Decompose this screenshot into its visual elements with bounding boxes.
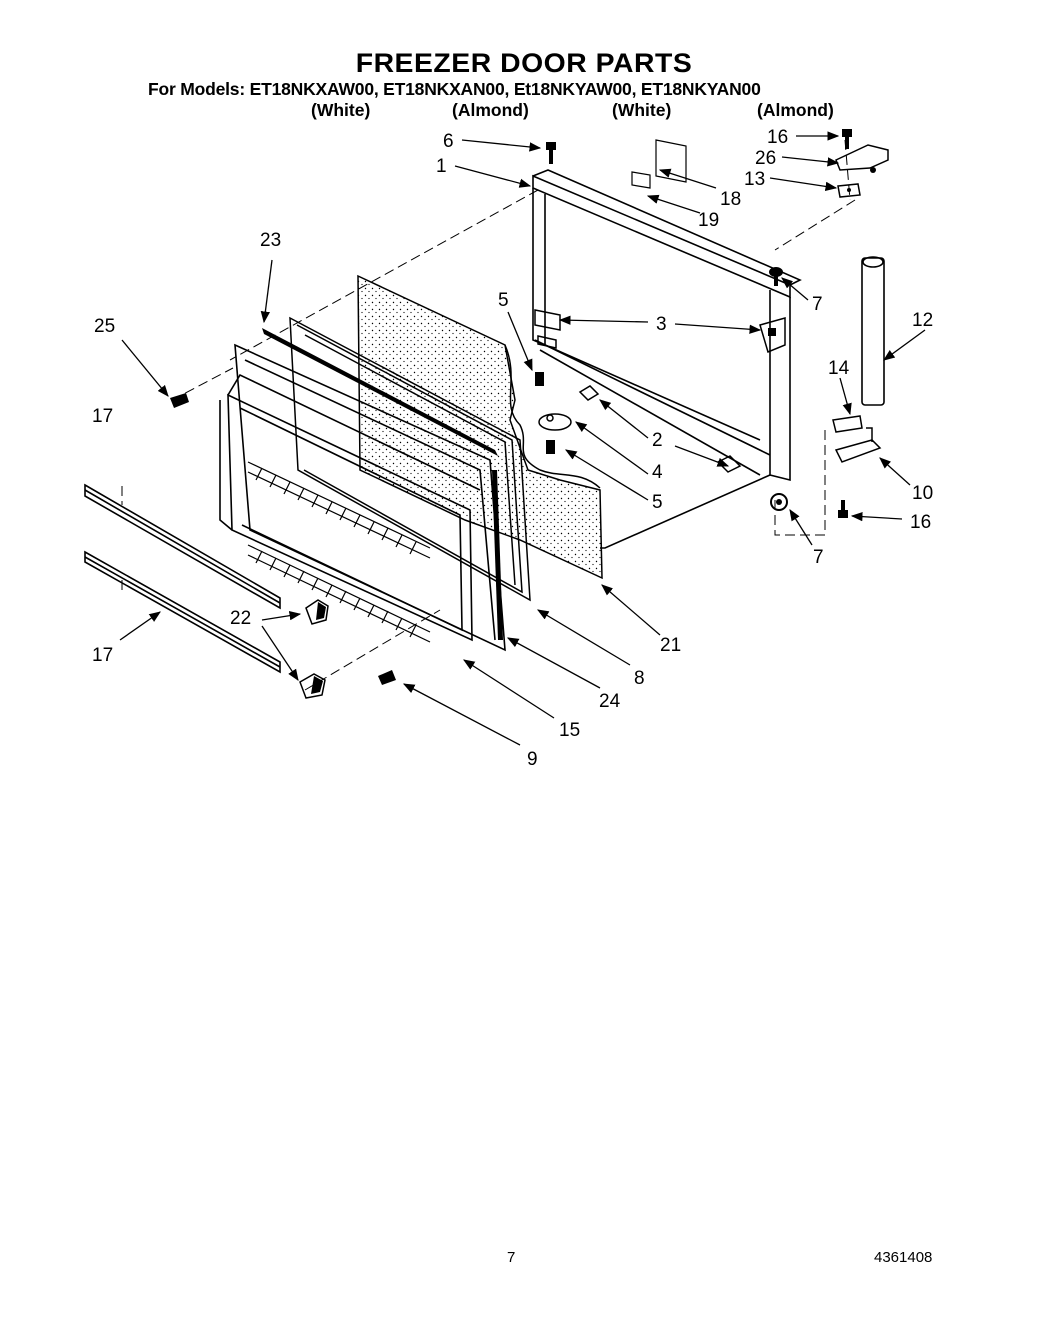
hinge-washer-13 (837, 183, 861, 198)
callout-9: 9 (527, 749, 538, 770)
screw-6 (546, 142, 556, 164)
callout-21: 21 (660, 635, 681, 656)
callout-7-upper: 7 (812, 294, 823, 315)
callout-17-lower: 17 (92, 645, 113, 666)
callout-5-upper: 5 (498, 290, 509, 311)
screw-25 (170, 393, 189, 408)
door-outer-frame (532, 169, 802, 549)
shelf-end-cap-lower (299, 673, 326, 699)
door-trim-strip (262, 328, 498, 456)
shelf-end-cap-upper (305, 599, 329, 625)
label-plate-18 (631, 139, 687, 189)
callout-3: 3 (656, 314, 667, 335)
callout-1: 1 (436, 156, 447, 177)
callout-2: 2 (652, 430, 663, 451)
gasket-seal-strip (492, 470, 503, 640)
top-hinge-26 (835, 144, 889, 173)
callout-numbers: 6 1 18 19 16 26 13 23 5 3 3 7 25 12 14 2… (92, 127, 933, 770)
screw-16-top (842, 129, 852, 149)
variant-label-almond-1: (Almond) (452, 100, 529, 120)
variant-label-almond-2: (Almond) (757, 100, 834, 120)
models-line: For Models: ET18NKXAW00, ET18NKXAN00, Et… (148, 79, 761, 99)
callout-26: 26 (755, 148, 776, 169)
callout-13: 13 (744, 169, 765, 190)
screw-16-bottom (838, 500, 848, 518)
cutaway-edge (504, 344, 601, 489)
callout-16-top: 16 (767, 127, 788, 148)
door-gasket (289, 316, 531, 602)
bottom-hinge-10 (834, 427, 882, 463)
liner-shelf-ribs (247, 461, 431, 643)
hinge-bracket-3-left (534, 309, 561, 349)
callout-6: 6 (443, 131, 454, 152)
variant-label-white-1: (White) (311, 100, 371, 120)
callout-12: 12 (912, 310, 933, 331)
door-shelf-bar-lower (84, 550, 281, 674)
callout-23: 23 (260, 230, 281, 251)
callout-17-upper: 17 (92, 406, 113, 427)
callout-10: 10 (912, 483, 933, 504)
callout-5-lower: 5 (652, 492, 663, 513)
door-shelf-bar-upper (84, 483, 281, 610)
foam-insulation-panel (357, 274, 603, 580)
variant-label-white-2: (White) (612, 100, 672, 120)
page-title: FREEZER DOOR PARTS (355, 48, 693, 78)
callout-4: 4 (652, 462, 663, 483)
callout-24: 24 (599, 691, 621, 712)
door-stop-7-lower (770, 493, 788, 511)
washer-4 (538, 413, 572, 431)
callout-14: 14 (828, 358, 850, 379)
page-number: 7 (507, 1249, 516, 1266)
screw-5-lower (546, 440, 555, 454)
screw-9 (378, 670, 396, 685)
callout-25: 25 (94, 316, 115, 337)
callout-15: 15 (559, 720, 580, 741)
callout-leader-lines (119, 131, 926, 746)
door-closer-tube-12 (861, 256, 885, 406)
callout-8: 8 (634, 668, 645, 689)
door-stop-7-upper (769, 267, 783, 286)
screw-5-upper (535, 372, 544, 386)
callout-22: 22 (230, 608, 251, 629)
callout-18: 18 (720, 189, 741, 210)
callout-16-bottom: 16 (910, 512, 931, 533)
hinge-spacer-14 (832, 415, 863, 433)
callout-19: 19 (698, 210, 719, 231)
inner-door-liner (219, 343, 506, 652)
hinge-bracket-3-right (759, 317, 786, 354)
callout-7-lower: 7 (813, 547, 824, 568)
document-number: 4361408 (874, 1249, 933, 1266)
